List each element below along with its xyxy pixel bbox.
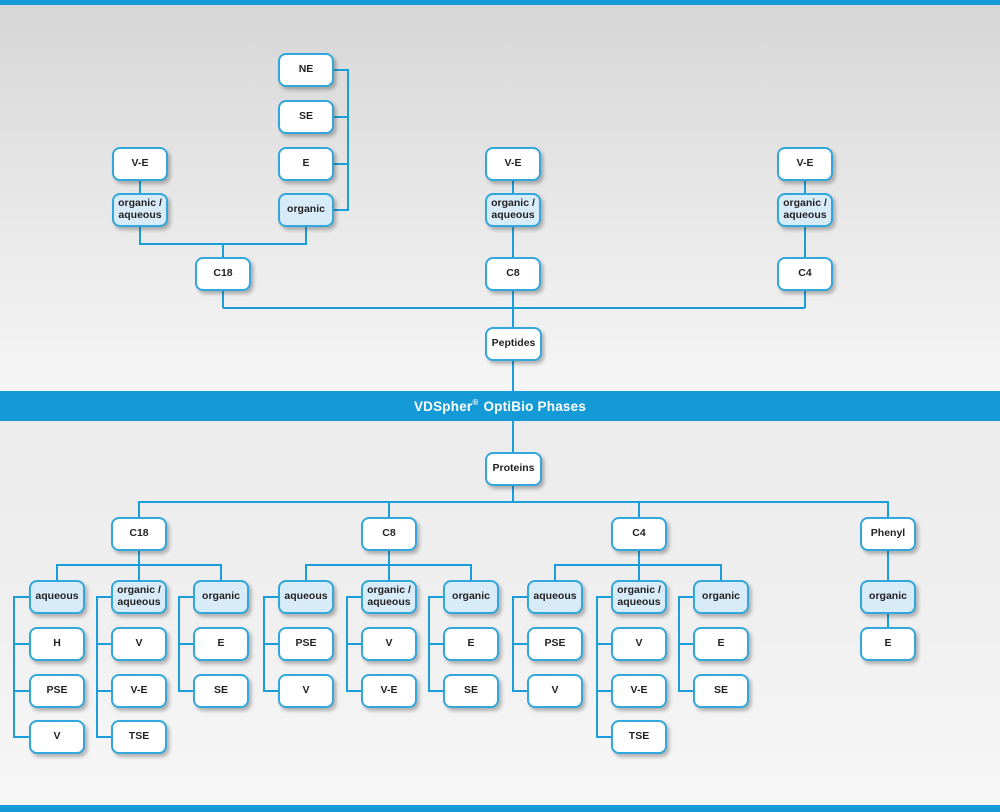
node-peptides-c18: C18 — [195, 257, 251, 291]
node-c18-orgaq-tse: TSE — [111, 720, 167, 754]
node-peptides-c18-ne: NE — [278, 53, 334, 87]
top-accent-bar — [0, 0, 1000, 5]
node-c4-aqueous: aqueous — [527, 580, 583, 614]
node-peptides-c8: C8 — [485, 257, 541, 291]
node-c18-organic-e: E — [193, 627, 249, 661]
node-phenyl-organic-e: E — [860, 627, 916, 661]
node-c4-organic-se: SE — [693, 674, 749, 708]
node-c18-orgaq-v: V — [111, 627, 167, 661]
node-peptides-c4-organic-aqueous: organic / aqueous — [777, 193, 833, 227]
node-peptides-c4: C4 — [777, 257, 833, 291]
node-c8-organic-se: SE — [443, 674, 499, 708]
node-c4-orgaq-v: V — [611, 627, 667, 661]
node-c18-aqueous-v: V — [29, 720, 85, 754]
node-proteins-c18: C18 — [111, 517, 167, 551]
node-proteins-phenyl: Phenyl — [860, 517, 916, 551]
node-peptides-c18-ve: V-E — [112, 147, 168, 181]
node-c8-aqueous-pse: PSE — [278, 627, 334, 661]
node-c4-aqueous-pse: PSE — [527, 627, 583, 661]
node-c8-orgaq-ve: V-E — [361, 674, 417, 708]
node-c18-organic: organic — [193, 580, 249, 614]
bottom-accent-bar — [0, 805, 1000, 812]
node-c8-organic: organic — [443, 580, 499, 614]
node-c4-organic: organic — [693, 580, 749, 614]
node-c4-aqueous-v: V — [527, 674, 583, 708]
node-peptides-c18-organic: organic — [278, 193, 334, 227]
node-proteins-c4: C4 — [611, 517, 667, 551]
node-peptides-c18-organic-aqueous: organic / aqueous — [112, 193, 168, 227]
banner: VDSpher®OptiBio Phases — [0, 391, 1000, 421]
node-proteins-root: Proteins — [485, 452, 542, 486]
node-proteins-c8: C8 — [361, 517, 417, 551]
node-c18-organic-se: SE — [193, 674, 249, 708]
node-peptides-c4-ve: V-E — [777, 147, 833, 181]
node-phenyl-organic: organic — [860, 580, 916, 614]
node-c8-organic-aqueous: organic / aqueous — [361, 580, 417, 614]
node-c4-orgaq-ve: V-E — [611, 674, 667, 708]
node-c18-aqueous-pse: PSE — [29, 674, 85, 708]
node-c4-organic-e: E — [693, 627, 749, 661]
node-peptides-c18-e: E — [278, 147, 334, 181]
node-c8-orgaq-v: V — [361, 627, 417, 661]
node-c8-organic-e: E — [443, 627, 499, 661]
node-peptides-root: Peptides — [485, 327, 542, 361]
node-c4-orgaq-tse: TSE — [611, 720, 667, 754]
node-c18-aqueous-h: H — [29, 627, 85, 661]
node-peptides-c8-organic-aqueous: organic / aqueous — [485, 193, 541, 227]
node-peptides-c8-ve: V-E — [485, 147, 541, 181]
node-c8-aqueous: aqueous — [278, 580, 334, 614]
node-c8-aqueous-v: V — [278, 674, 334, 708]
registered-mark: ® — [472, 398, 479, 407]
node-peptides-c18-se: SE — [278, 100, 334, 134]
node-c4-organic-aqueous: organic / aqueous — [611, 580, 667, 614]
banner-title: VDSpher®OptiBio Phases — [413, 398, 587, 414]
node-c18-organic-aqueous: organic / aqueous — [111, 580, 167, 614]
node-c18-orgaq-ve: V-E — [111, 674, 167, 708]
node-c18-aqueous: aqueous — [29, 580, 85, 614]
